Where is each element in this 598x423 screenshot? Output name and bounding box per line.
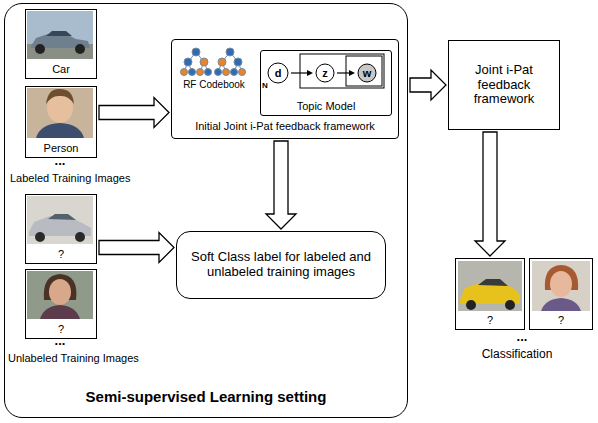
woman-photo	[27, 271, 93, 319]
caption-label: ...	[40, 334, 80, 349]
image-box: ?	[25, 194, 97, 264]
observed-circle: w	[357, 63, 377, 83]
variable-circle: z	[315, 63, 335, 83]
process-box: Joint i-Pat feedback framework	[448, 40, 560, 130]
variable-circle: d	[267, 62, 289, 84]
image-box: ?	[455, 258, 525, 330]
image-box: ?	[529, 258, 593, 330]
caption-label: ...	[40, 154, 80, 169]
topic-model-box: Topic Model d z w	[260, 50, 392, 116]
node-text: z	[322, 67, 328, 80]
arrow-line	[291, 70, 313, 76]
block-arrow	[99, 233, 174, 263]
plate	[346, 56, 382, 86]
node-text: Joint i-Pat feedback framework	[457, 63, 551, 108]
block-arrow	[266, 141, 296, 229]
node-text: ?	[487, 314, 493, 327]
plate	[300, 54, 384, 88]
caption-label: Labeled Training Images	[10, 172, 150, 185]
caption-label: RF Codebook	[172, 79, 256, 91]
image-box: Car	[25, 9, 97, 79]
block-arrow	[475, 132, 505, 256]
node-text: Soft Class label for labeled and unlabel…	[187, 250, 375, 280]
silver-car-photo	[27, 196, 93, 244]
caption-label: Classification	[462, 348, 572, 362]
caption-label: Unlabeled Training Images	[8, 352, 158, 365]
node-text: Topic Model	[297, 100, 356, 113]
node-text: d	[275, 67, 282, 80]
block-arrow	[99, 98, 169, 128]
older-woman-photo	[532, 261, 590, 311]
node-text: Car	[52, 63, 70, 76]
image-box: ?	[25, 269, 97, 339]
process-box: Soft Class label for labeled and unlabel…	[176, 231, 386, 299]
caption-label: ...	[502, 330, 542, 345]
yellow-car-photo	[458, 261, 522, 311]
arrow-line	[337, 70, 355, 76]
node-text: ?	[58, 248, 64, 261]
node-text: Semi-supervised Learning setting	[86, 388, 327, 405]
node-text: ?	[558, 314, 564, 327]
block-arrow	[410, 70, 446, 100]
person-photo	[27, 88, 93, 138]
car-photo	[27, 11, 93, 59]
node-text: w	[363, 67, 372, 80]
rf-codebook-icon	[181, 48, 246, 76]
node-text: Initial Joint i-Pat feedback framework	[195, 120, 375, 133]
image-box: Person	[25, 86, 97, 158]
plate-label: N	[262, 81, 272, 90]
